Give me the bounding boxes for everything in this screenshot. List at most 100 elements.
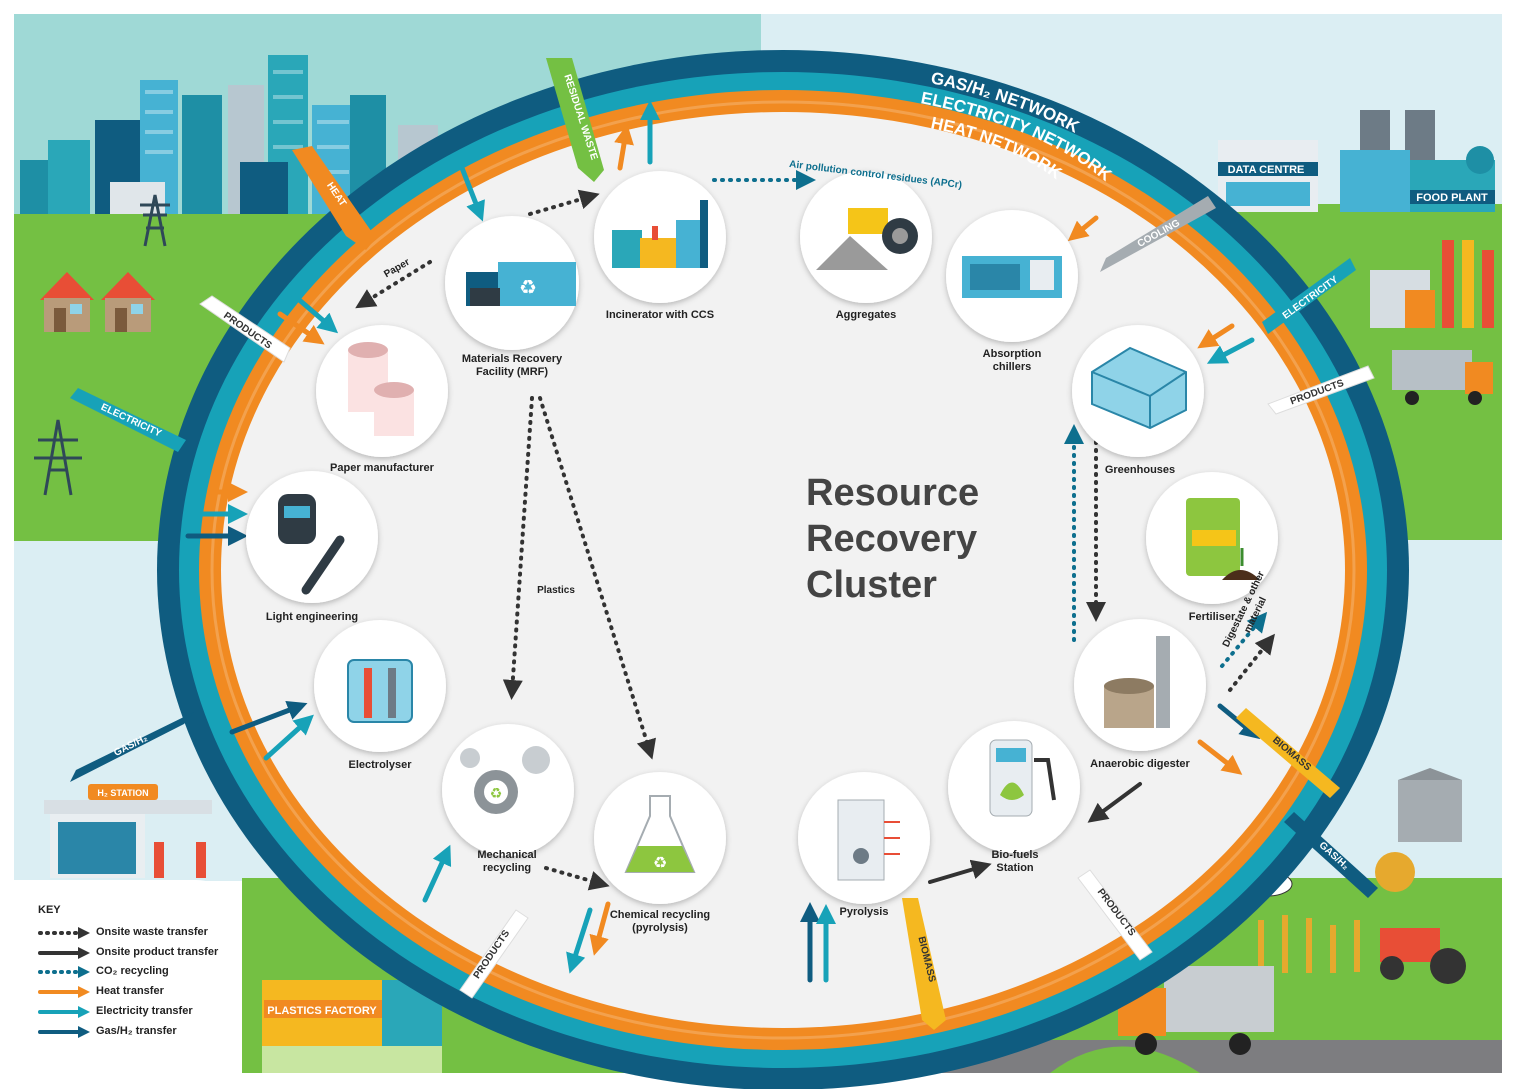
fertiliser-label: Fertiliser	[1188, 611, 1236, 623]
biomass-banner-right	[1236, 708, 1340, 798]
banners	[70, 58, 1378, 1030]
legend-arrowhead	[78, 927, 90, 939]
mechanical-label: Mechanical recycling	[477, 849, 537, 874]
plastics-factory-label: PLASTICS FACTORY	[267, 1005, 377, 1017]
gas-banner-left	[70, 712, 194, 782]
electricity-from-chemical	[566, 907, 593, 974]
electricity-to-electrolyser	[263, 714, 314, 761]
legend-arrowhead	[78, 947, 90, 959]
absorption-chiller-icon	[962, 256, 1062, 298]
cluster-title: Resource Recovery Cluster	[806, 470, 979, 608]
legend-label: CO₂ recycling	[96, 965, 169, 977]
heat-from-digester	[1197, 739, 1243, 775]
legend-label: Heat transfer	[96, 985, 164, 997]
aggregates-icon	[816, 208, 918, 270]
gas-banner-right	[1284, 812, 1378, 898]
products-banner-tl	[199, 295, 291, 363]
anaerobic-label: Anaerobic digester	[1090, 758, 1190, 770]
flow-mrf-to-chemical	[538, 396, 656, 760]
data-centre-building	[1218, 140, 1318, 212]
incinerator-label: Incinerator with CCS	[605, 309, 715, 321]
flask-icon: ♻	[624, 795, 696, 873]
silo	[1398, 768, 1462, 842]
cluster-title-line-1: Resource	[806, 472, 980, 514]
electrolyser-label: Electrolyser	[348, 759, 412, 771]
gas-from-electrolyser	[229, 700, 308, 735]
legend-swatch-1	[38, 947, 90, 959]
flow-digester-to-biofuels	[1087, 782, 1142, 823]
flow-mrf-to-incinerator	[528, 189, 600, 216]
legend-arrowhead	[78, 1026, 90, 1038]
welding-icon	[278, 494, 345, 595]
delivery-truck-right	[1392, 350, 1493, 405]
cluster-title-line-3: Cluster	[806, 564, 937, 606]
heat-from-incinerator	[614, 124, 634, 171]
houses	[40, 272, 155, 332]
svg-text:♻: ♻	[653, 853, 667, 872]
legend-label: Onsite waste transfer	[96, 926, 208, 938]
pylon-left	[34, 419, 82, 496]
food-plant-label: FOOD PLANT	[1416, 192, 1488, 204]
heat-to-paper	[277, 311, 325, 345]
heat-banner	[292, 146, 376, 250]
fertiliser-icon	[1186, 498, 1260, 580]
legend-swatch-5	[38, 1026, 90, 1038]
battery-icon	[347, 659, 413, 723]
paper-rolls-icon	[348, 342, 414, 436]
electricity-to-paper	[287, 289, 339, 334]
heat-to-absorption	[1067, 215, 1099, 242]
legend-label: Onsite product transfer	[96, 946, 219, 958]
flow-pyrolysis-to-biofuels	[928, 859, 992, 884]
plastics-flow-label: Plastics	[537, 585, 575, 596]
products-banner-bl	[459, 909, 529, 999]
electricity-to-mechanical	[422, 844, 452, 903]
incinerator-icon	[612, 200, 708, 268]
electricity-banner-right	[1262, 258, 1356, 334]
light-eng-label: Light engineering	[265, 611, 359, 623]
paper-man-label: Paper manufacturer	[330, 462, 434, 474]
mrf-icon: ♻	[466, 262, 576, 306]
cooling-banner	[1100, 196, 1216, 272]
electricity-to-mrf	[459, 165, 485, 222]
legend-arrowhead	[78, 1006, 90, 1018]
electricity-to-greenhouse	[1206, 337, 1255, 364]
greenhouse-icon	[1091, 346, 1187, 430]
svg-text:♻: ♻	[519, 275, 537, 299]
legend-swatch-2	[38, 966, 90, 978]
biofuel-pump-icon	[989, 739, 1056, 817]
heat-to-greenhouse	[1197, 323, 1235, 349]
legend-swatch-0	[38, 927, 90, 939]
plastics-factory-building	[262, 960, 442, 1073]
h2-station-building	[44, 784, 212, 878]
legend-arrowhead	[78, 966, 90, 978]
pyrolysis-icon	[837, 799, 900, 881]
delivery-truck-bottom	[1118, 966, 1274, 1055]
absorption-label: Absorption chillers	[982, 348, 1042, 373]
gas-from-digester	[1217, 703, 1261, 740]
legend-label: Gas/H₂ transfer	[96, 1025, 177, 1037]
legend-title: KEY	[38, 904, 61, 916]
anaerobic-digester-icon	[1104, 636, 1170, 728]
cluster-title-line-2: Recovery	[806, 518, 978, 560]
electricity-banner-left	[70, 388, 186, 452]
residual-waste-banner	[546, 58, 604, 182]
products-banner-right	[1267, 365, 1375, 415]
legend-label: Electricity transfer	[96, 1005, 193, 1017]
legend: KEY Onsite waste transfer Onsite product…	[14, 880, 242, 1072]
flow-digestate	[1220, 611, 1268, 668]
aggregates-label: Aggregates	[835, 309, 897, 321]
greenhouses-label: Greenhouses	[1104, 464, 1176, 476]
legend-arrowhead	[78, 986, 90, 998]
flow-mrf-to-mechanical	[502, 396, 534, 700]
food-plant-building	[1340, 110, 1495, 212]
data-centre-label: DATA CENTRE	[1228, 164, 1305, 176]
mrf-label: Materials Recovery Facility (MRF)	[461, 353, 563, 378]
biomass-banner-bottom	[902, 898, 946, 1030]
flow-digestate-material	[1228, 633, 1275, 692]
pylon-top	[140, 194, 170, 247]
gears-icon: ♻	[460, 746, 550, 814]
pyrolysis-label: Pyrolysis	[839, 906, 889, 918]
biofuels-label: Bio-fuels Station	[991, 849, 1039, 874]
legend-swatch-3	[38, 986, 90, 998]
